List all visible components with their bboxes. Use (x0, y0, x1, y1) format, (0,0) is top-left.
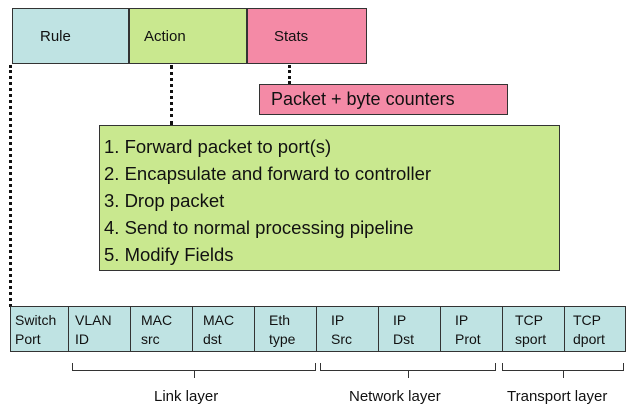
rule-label: Rule (40, 27, 71, 45)
action-label: Action (144, 27, 186, 45)
link-layer-label: Link layer (154, 388, 219, 405)
action-item: 4. Send to normal processing pipeline (104, 217, 414, 238)
action-item: 5. Modify Fields (104, 244, 234, 265)
counters-box: Packet + byte counters (259, 84, 508, 115)
action-item: 2. Encapsulate and forward to controller (104, 163, 432, 184)
action-item: 3. Drop packet (104, 190, 225, 211)
brace-tick (194, 370, 195, 378)
rule-connector (9, 65, 12, 307)
transport-layer-brace (502, 363, 624, 378)
stats-label: Stats (274, 27, 309, 45)
brace-tick (408, 370, 409, 378)
network-layer-brace (320, 363, 496, 378)
network-layer-label: Network layer (349, 388, 441, 405)
action-list: 1. Forward packet to port(s) 2. Encapsul… (99, 125, 560, 271)
action-box: Action (129, 8, 247, 64)
action-item: 1. Forward packet to port(s) (104, 136, 332, 157)
link-layer-brace (72, 363, 316, 378)
stats-connector (288, 65, 291, 84)
stats-box: Stats (247, 8, 367, 64)
action-connector (170, 65, 173, 125)
transport-layer-label: Transport layer (507, 388, 608, 405)
brace-tick (563, 370, 564, 378)
counters-label: Packet + byte counters (271, 89, 455, 109)
rule-box: Rule (12, 8, 129, 64)
